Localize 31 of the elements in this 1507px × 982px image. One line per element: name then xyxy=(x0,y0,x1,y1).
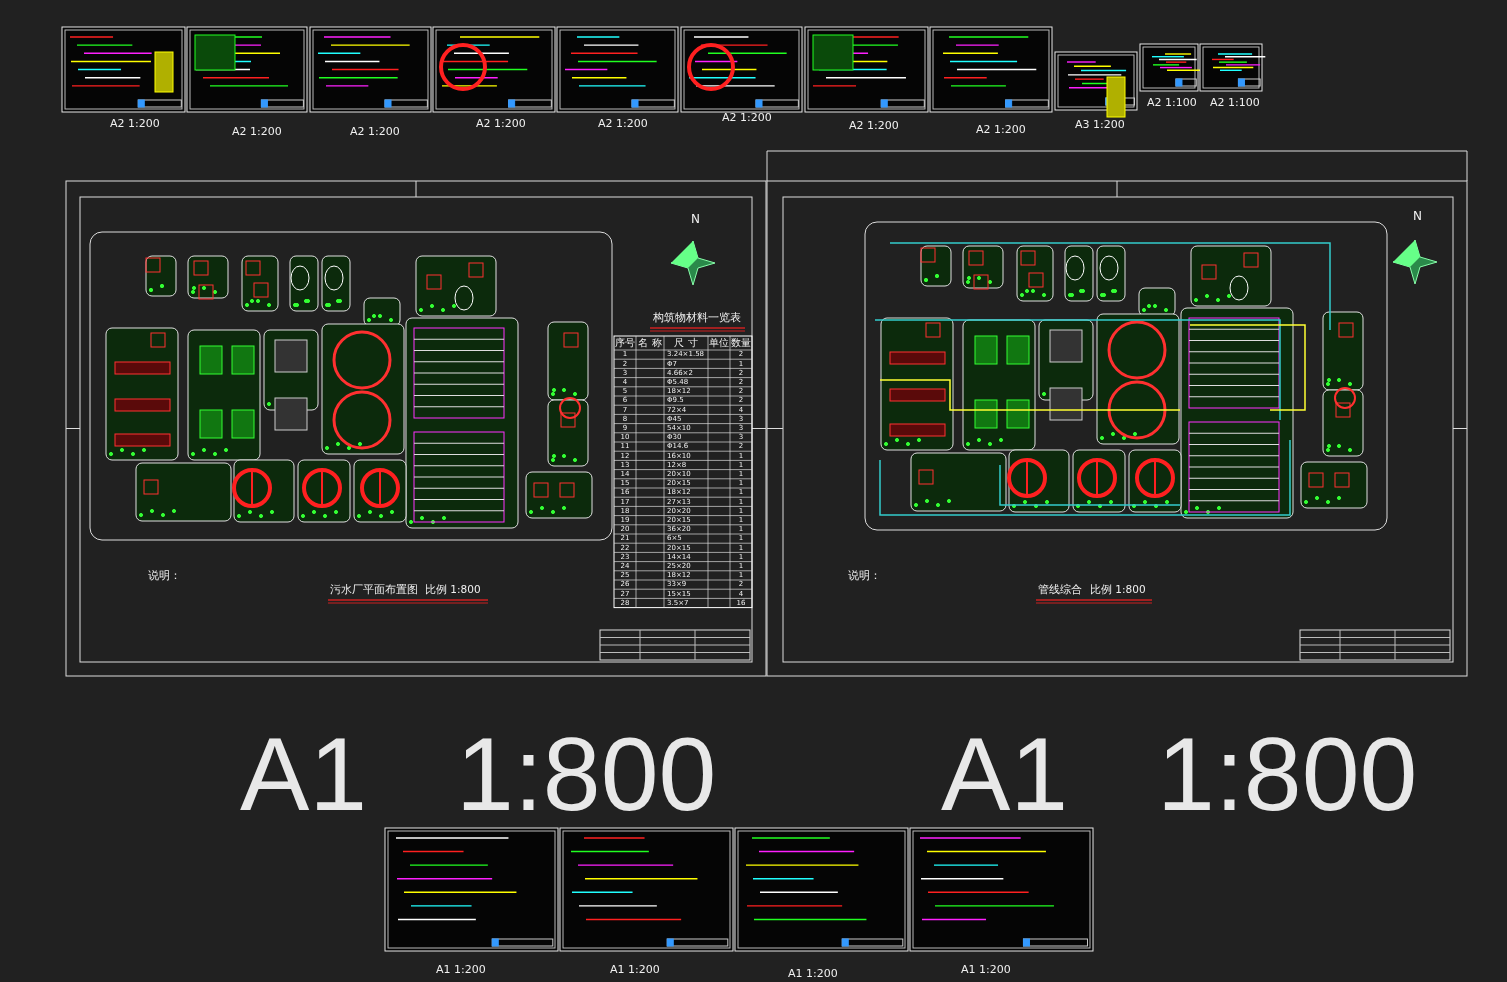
sheet-scale-label: A2 1:200 xyxy=(976,124,1026,135)
sheet-scale-label: A2 1:200 xyxy=(722,112,772,123)
sheet-scale-label: A2 1:100 xyxy=(1147,97,1197,108)
sheet-scale-label: A3 1:200 xyxy=(1075,119,1125,130)
sheet-scale-label: A1 1:200 xyxy=(961,964,1011,975)
north-label: N xyxy=(691,213,700,225)
sheet-scale-label: A2 1:200 xyxy=(232,126,282,137)
table-header-text: 尺 寸 xyxy=(673,338,699,348)
sheet-scale-label: A2 1:200 xyxy=(350,126,400,137)
notes-heading: 说明： xyxy=(148,570,181,581)
sheet-scale-label: A2 1:200 xyxy=(849,120,899,131)
north-label: N xyxy=(1413,210,1422,222)
table-header-text: 数量 xyxy=(730,338,752,348)
drawing-scale: 比例 1:800 xyxy=(425,584,481,595)
sheet-scale-label: A1 1:200 xyxy=(436,964,486,975)
sheet-scale-label: A1 1:200 xyxy=(610,964,660,975)
table-header-text: 名 称 xyxy=(637,338,663,348)
drawing-title: 管线综合 xyxy=(1038,584,1082,595)
drawing-title: 污水厂平面布置图 xyxy=(330,584,418,595)
table-header-text: 单位 xyxy=(708,338,730,348)
drawing-scale: 比例 1:800 xyxy=(1090,584,1146,595)
sheet-scale-label: A2 1:200 xyxy=(110,118,160,129)
sheet-scale-label: A2 1:100 xyxy=(1210,97,1260,108)
sheet-scale-label: A2 1:200 xyxy=(598,118,648,129)
sheet-scale-label: A1 1:200 xyxy=(788,968,838,979)
table-header-text: 序号 xyxy=(614,338,636,348)
notes-heading: 说明： xyxy=(848,570,881,581)
sheet-scale-label: A2 1:200 xyxy=(476,118,526,129)
sheet-scale-label: A1 1:800 xyxy=(941,722,1418,826)
sheet-scale-label: A1 1:800 xyxy=(240,722,717,826)
table-title: 构筑物材料一览表 xyxy=(653,312,741,323)
